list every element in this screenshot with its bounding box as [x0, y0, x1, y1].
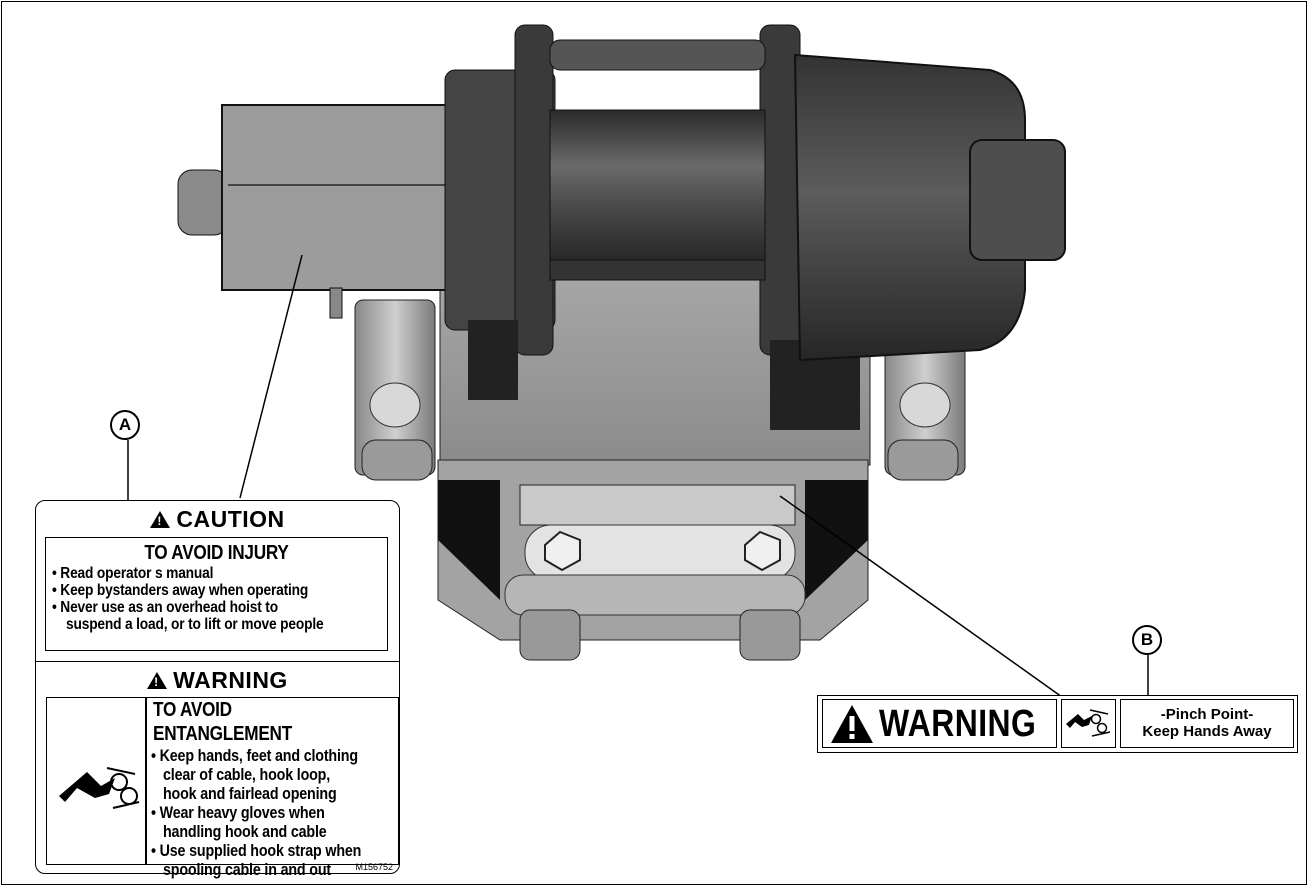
callout-a: A	[110, 410, 140, 440]
warning-heading: TO AVOID ENTANGLEMENT	[153, 699, 292, 745]
pinch-point-decal: WARNING -Pinch Point- Keep Hands Away	[817, 695, 1298, 753]
pinch-warning-label: WARNING	[879, 703, 1037, 745]
warning-triangle-icon	[147, 672, 168, 689]
warning-header: WARNING	[36, 667, 399, 694]
pinch-text-panel: -Pinch Point- Keep Hands Away	[1120, 699, 1294, 748]
caution-heading: TO AVOID INJURY	[144, 542, 289, 564]
pinch-line-2: Keep Hands Away	[1142, 723, 1272, 740]
callout-b: B	[1132, 625, 1162, 655]
pinch-warning-panel: WARNING	[822, 699, 1057, 748]
leader-lines	[127, 254, 1149, 698]
warning-item-2-cont: handling hook and cable	[163, 822, 327, 841]
caution-header: CAUTION	[36, 506, 399, 533]
warning-item-3-cont: spooling cable in and out	[163, 860, 331, 879]
decal-divider	[36, 661, 399, 662]
caution-item-3: • Never use as an overhead hoist to	[52, 599, 278, 616]
roller-fairlead	[437, 459, 869, 661]
caution-item-1: • Read operator s manual	[52, 565, 214, 582]
caution-triangle-icon	[150, 511, 171, 528]
warning-item-1-cont-2: hook and fairlead opening	[163, 784, 337, 803]
hand-pinch-icon	[1066, 709, 1111, 737]
decal-a-code: M156752	[355, 862, 393, 872]
warning-item-1: • Keep hands, feet and clothing	[151, 746, 358, 765]
caution-warning-decal: CAUTION TO AVOID INJURY • Read operator …	[35, 500, 400, 879]
pinch-pictogram	[1061, 699, 1116, 748]
warning-item-3: • Use supplied hook strap when	[151, 841, 362, 860]
warning-triangle-icon	[831, 705, 873, 743]
left-bracket	[354, 299, 436, 481]
hand-pinch-icon	[59, 767, 140, 809]
winch-drum	[444, 24, 860, 430]
control-box	[177, 104, 463, 319]
winch-motor	[793, 53, 1066, 362]
pinch-line-1: -Pinch Point-	[1160, 706, 1254, 723]
warning-item-1-cont-1: clear of cable, hook loop,	[163, 765, 331, 784]
caution-item-2: • Keep bystanders away when operating	[52, 582, 309, 599]
entanglement-pictogram	[46, 697, 146, 865]
caution-panel: TO AVOID INJURY • Read operator s manual…	[45, 537, 388, 651]
warning-panel: TO AVOID ENTANGLEMENT • Keep hands, feet…	[146, 697, 399, 879]
warning-item-2: • Wear heavy gloves when	[151, 803, 325, 822]
caution-item-3-cont: suspend a load, or to lift or move peopl…	[66, 616, 324, 633]
